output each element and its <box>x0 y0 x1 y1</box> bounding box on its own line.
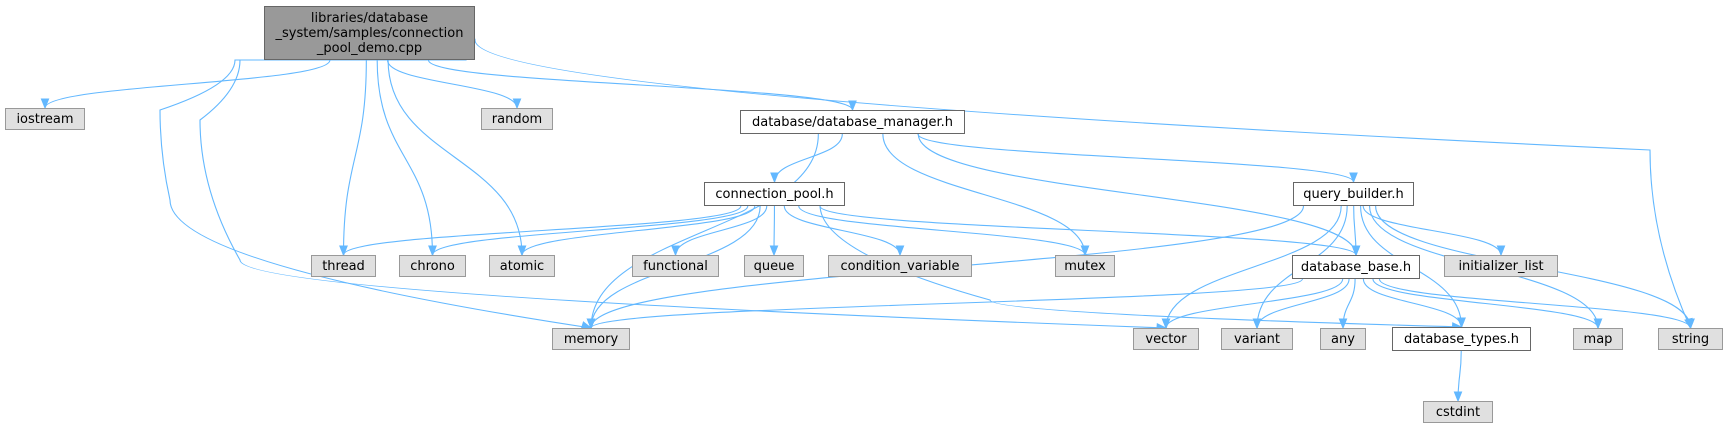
edge-query-builder-to-initializer-list <box>1362 205 1502 256</box>
node-chrono: chrono <box>399 255 466 277</box>
edge-arrowhead <box>1338 318 1348 330</box>
edge-root-to-chrono <box>376 59 434 256</box>
node-atomic: atomic <box>489 255 555 277</box>
node-map: map <box>1573 328 1623 350</box>
edge-arrowhead <box>1496 245 1506 257</box>
edge-database-base-to-memory <box>590 278 1303 329</box>
edge-connection-pool-to-thread <box>342 205 742 256</box>
node-database-base-h[interactable]: database_base.h <box>1292 255 1420 279</box>
edge-arrowhead <box>1457 317 1466 329</box>
edge-connection-pool-to-mutex <box>798 205 1086 256</box>
node-any: any <box>1320 328 1366 350</box>
edge-root-to-thread <box>342 59 367 256</box>
edge-database-manager-to-mutex <box>882 133 1086 256</box>
edge-root-to-string <box>466 38 1692 329</box>
edge-database-base-to-variant <box>1256 278 1350 329</box>
node-connection-pool-h[interactable]: connection_pool.h <box>704 182 845 206</box>
node-condition-variable: condition_variable <box>828 255 972 277</box>
node-query-builder-h[interactable]: query_builder.h <box>1293 182 1414 206</box>
edge-root-to-database-manager <box>427 59 854 111</box>
edge-arrowhead <box>1349 172 1358 184</box>
edge-arrowhead <box>895 245 905 257</box>
edge-arrowhead <box>512 98 522 110</box>
node-database-types-h[interactable]: database_types.h <box>1392 327 1531 351</box>
edge-query-builder-to-vector <box>1165 205 1342 329</box>
node-random: random <box>481 108 553 130</box>
edge-arrowhead <box>1351 245 1361 257</box>
edge-arrowhead <box>1453 391 1463 403</box>
edge-connection-pool-to-condition-variable <box>783 205 901 256</box>
edge-arrowhead <box>770 172 779 184</box>
edge-database-manager-to-query-builder <box>917 133 1355 183</box>
edge-arrowhead <box>1080 245 1090 257</box>
node-string: string <box>1658 328 1723 350</box>
node-cstdint: cstdint <box>1423 401 1493 423</box>
edge-arrowhead <box>339 245 348 257</box>
root-label-line-2: _system/samples/connection <box>275 26 464 41</box>
edge-database-base-to-database-types <box>1362 278 1463 328</box>
edge-database-manager-to-memory <box>590 133 819 329</box>
edge-database-base-to-vector <box>1165 278 1344 329</box>
edge-root-to-iostream <box>44 59 331 109</box>
node-connection-pool-demo-cpp: libraries/database _system/samples/conne… <box>264 6 475 60</box>
edge-arrowhead <box>1161 318 1171 330</box>
edge-database-base-to-string <box>1378 278 1692 329</box>
edge-arrowhead <box>1252 318 1262 330</box>
node-memory: memory <box>552 328 630 350</box>
root-label-line-1: libraries/database <box>310 11 429 26</box>
edge-arrowhead <box>586 318 596 330</box>
edge-connection-pool-to-chrono <box>431 205 749 256</box>
node-functional: functional <box>632 255 719 277</box>
root-label-line-3: _pool_demo.cpp <box>316 41 423 56</box>
edge-arrowhead <box>1686 318 1695 330</box>
edge-root-to-vector <box>199 59 1167 329</box>
node-variant: variant <box>1221 328 1293 350</box>
node-initializer-list: initializer_list <box>1444 255 1558 277</box>
node-mutex: mutex <box>1055 255 1115 277</box>
edge-connection-pool-to-functional <box>674 205 768 256</box>
edge-arrowhead <box>40 98 50 110</box>
edge-root-to-random <box>386 59 518 109</box>
node-queue: queue <box>744 255 804 277</box>
edge-root-to-atomic <box>387 59 523 256</box>
edge-arrowhead <box>517 245 527 257</box>
node-iostream: iostream <box>5 108 85 130</box>
edge-arrowhead <box>428 245 437 257</box>
edge-arrowhead <box>769 245 779 257</box>
node-thread: thread <box>311 255 376 277</box>
edge-connection-pool-to-atomic <box>521 205 756 256</box>
edge-arrowhead <box>671 245 680 257</box>
edge-arrowhead <box>1593 318 1603 330</box>
edge-connection-pool-to-database-base <box>819 205 1357 256</box>
edge-database-base-to-map <box>1372 278 1599 329</box>
edge-database-manager-to-database-base <box>917 133 1357 256</box>
node-vector: vector <box>1133 328 1199 350</box>
edge-arrowhead <box>848 100 857 112</box>
node-database-manager-h[interactable]: database/database_manager.h <box>740 110 965 134</box>
